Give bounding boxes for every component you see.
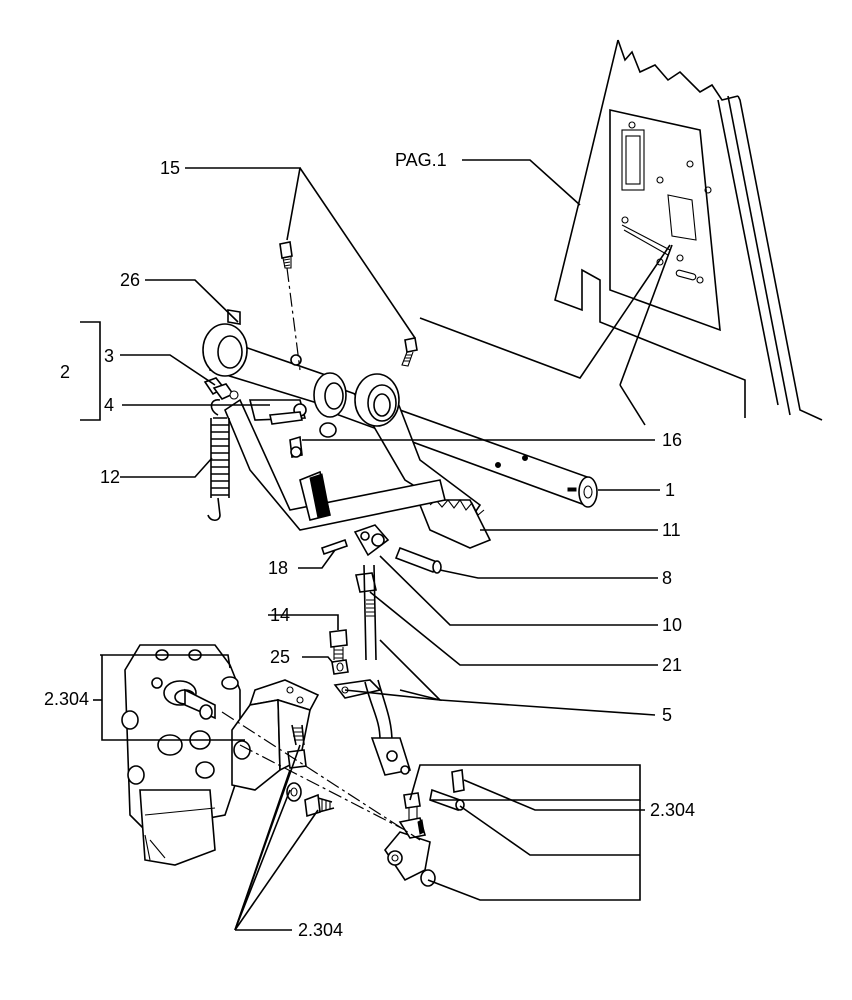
- fitting-part-16: [289, 435, 303, 458]
- clevis-part-10: [353, 524, 390, 557]
- leader-lines: [80, 167, 660, 931]
- label-26: 26: [120, 270, 140, 290]
- nut-part-25: [331, 659, 349, 675]
- label-11: 11: [662, 520, 681, 540]
- nut-part-3: [203, 377, 239, 400]
- label-1: 1: [665, 480, 675, 500]
- label-25: 25: [270, 647, 290, 667]
- label-14: 14: [270, 605, 290, 625]
- valve-block: [121, 644, 241, 866]
- bolt-part-15-left: [279, 241, 293, 269]
- label-2: 2: [60, 362, 70, 382]
- pedal-part-11: [353, 373, 492, 549]
- bracket-plate: [231, 679, 320, 791]
- pin-part-18: [320, 538, 349, 556]
- label-3: 3: [104, 346, 114, 366]
- label-2304-right: 2.304: [650, 800, 695, 820]
- lever-part-lower: [384, 817, 436, 887]
- label-15: 15: [160, 158, 180, 178]
- label-21: 21: [662, 655, 682, 675]
- part-labels: 15 26 2 3 4 12 16 1 11 18 8 14 10 25 21 …: [44, 150, 695, 940]
- nut-part-21: [355, 572, 377, 593]
- chassis-panel: [554, 39, 823, 421]
- axis-lines: [221, 267, 421, 841]
- label-10: 10: [662, 615, 682, 635]
- label-4: 4: [104, 395, 114, 415]
- left-pedal-assembly: [202, 323, 446, 531]
- label-2304-left: 2.304: [44, 689, 89, 709]
- pin-part-lower: [403, 769, 465, 820]
- label-pag-1: PAG.1: [395, 150, 447, 170]
- bolt-part-15-right: [401, 337, 418, 367]
- label-5: 5: [662, 705, 672, 725]
- label-8: 8: [662, 568, 672, 588]
- bolt-part-14: [329, 629, 348, 660]
- label-18: 18: [268, 558, 288, 578]
- label-2304-bottom: 2.304: [298, 920, 343, 940]
- pag-leader-lines: [419, 159, 673, 426]
- rod-part-5: [333, 564, 412, 776]
- pin-part-8: [394, 546, 442, 574]
- label-12: 12: [100, 467, 120, 487]
- label-16: 16: [662, 430, 682, 450]
- screw-part-lower: [286, 724, 335, 818]
